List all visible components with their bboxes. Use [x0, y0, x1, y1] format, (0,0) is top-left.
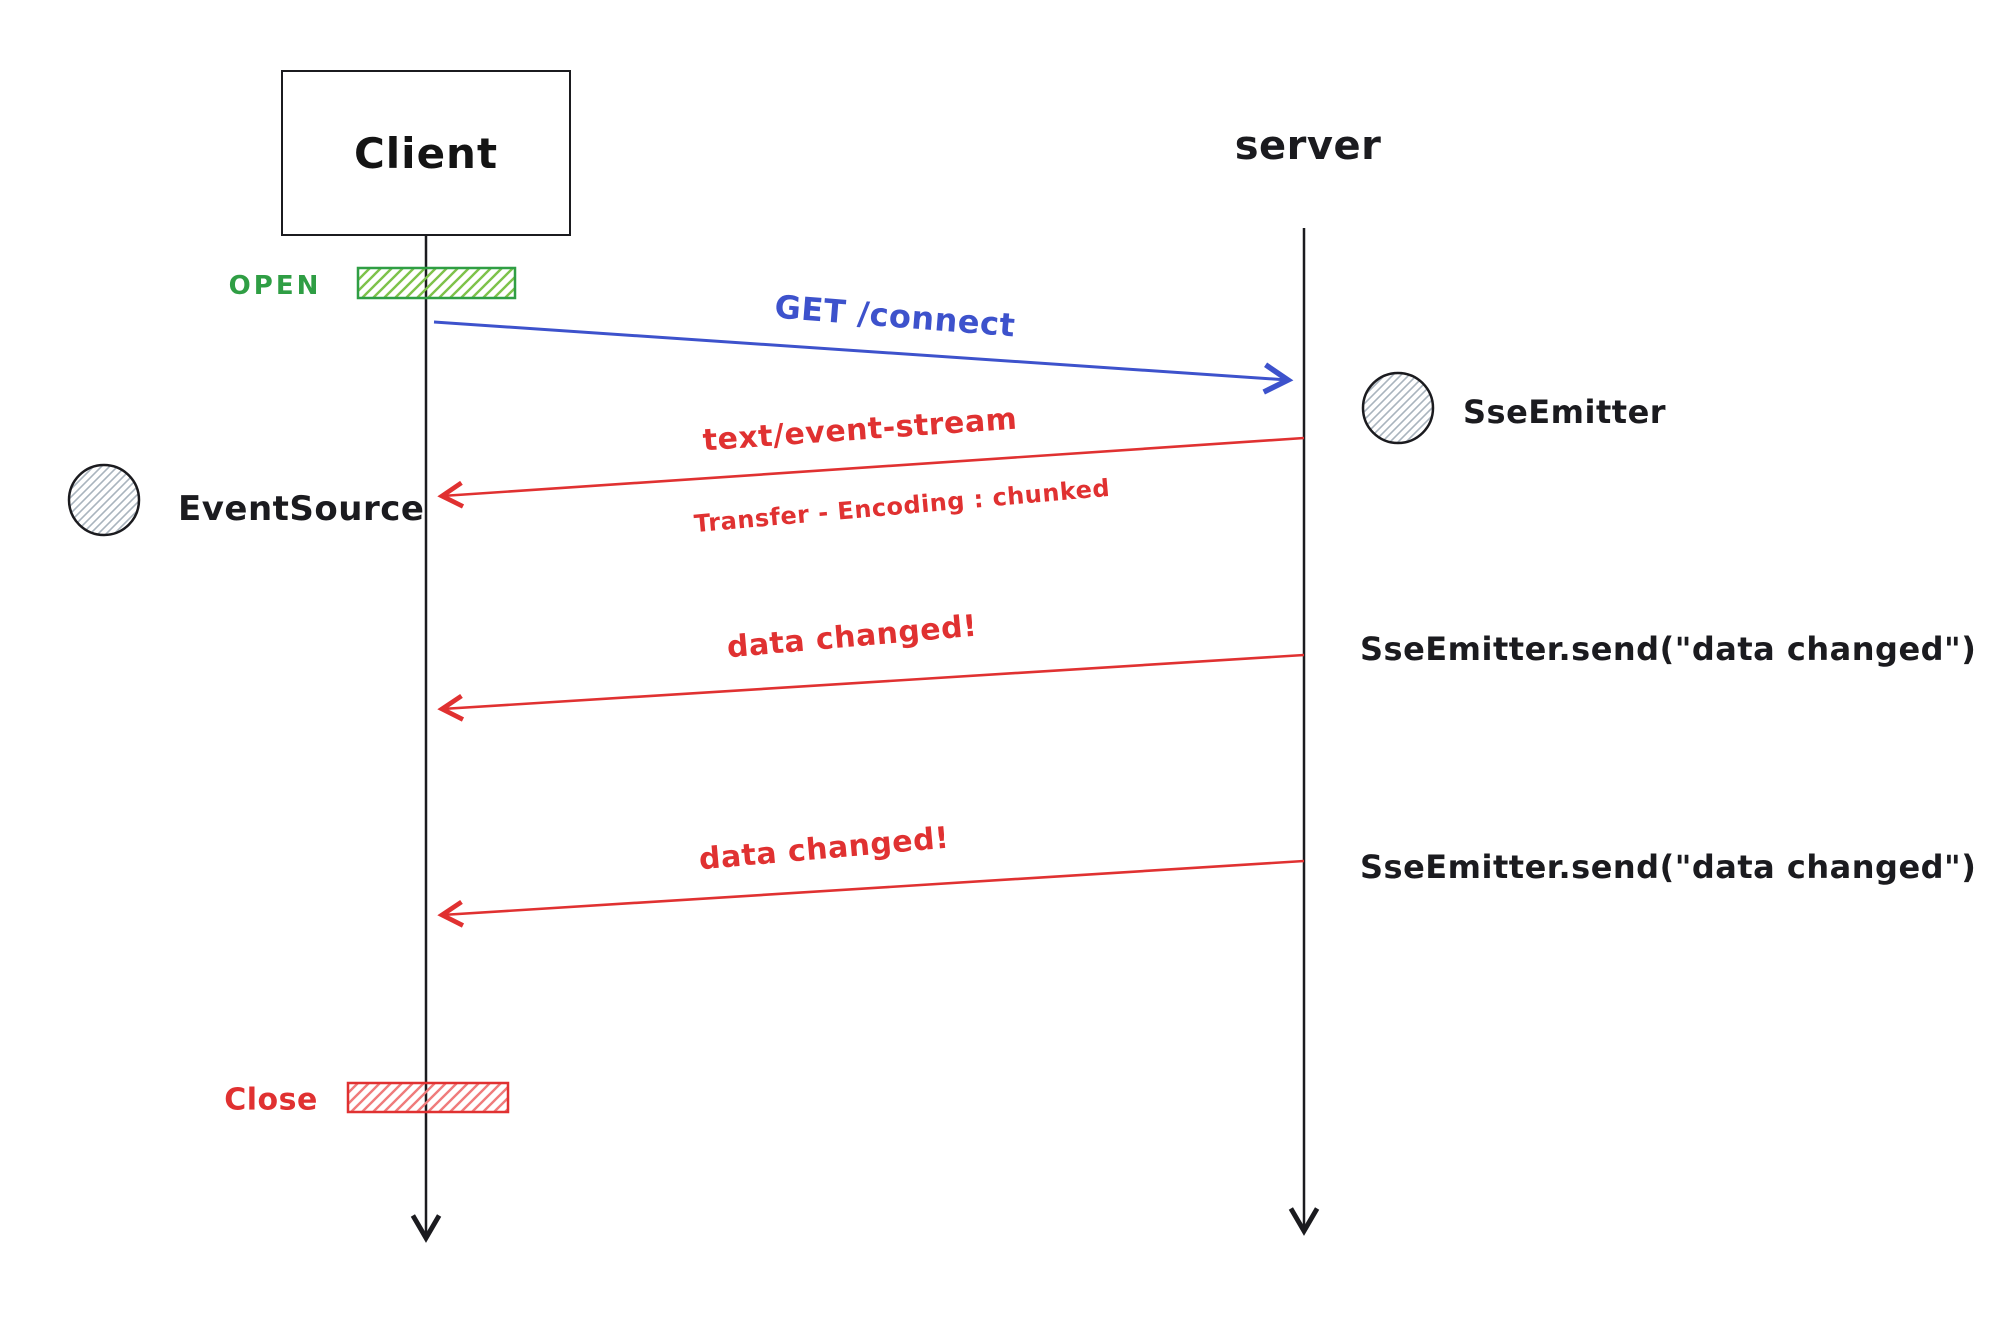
close-label: Close — [224, 1082, 318, 1118]
actor-server-label: server — [1234, 123, 1382, 169]
open-activation-rect — [356, 266, 517, 300]
data-changed-arrow-1 — [437, 653, 1305, 722]
sse-emitter-send-annotation-2: SseEmitter.send("data changed") — [1360, 848, 1977, 886]
sse-emitter-send-annotation-1: SseEmitter.send("data changed") — [1360, 630, 1977, 668]
event-source-circle-icon — [67, 463, 141, 537]
actor-client-box: Client — [281, 70, 571, 236]
get-connect-arrow — [433, 320, 1294, 395]
close-activation-rect — [346, 1081, 510, 1114]
sse-emitter-label: SseEmitter — [1463, 393, 1667, 431]
event-source-label: EventSource — [178, 489, 425, 529]
event-stream-arrow — [437, 436, 1305, 509]
actor-client-label: Client — [353, 128, 499, 178]
data-changed-arrow-2 — [437, 859, 1305, 928]
open-label: OPEN — [228, 271, 322, 301]
sse-emitter-circle-icon — [1361, 371, 1435, 445]
